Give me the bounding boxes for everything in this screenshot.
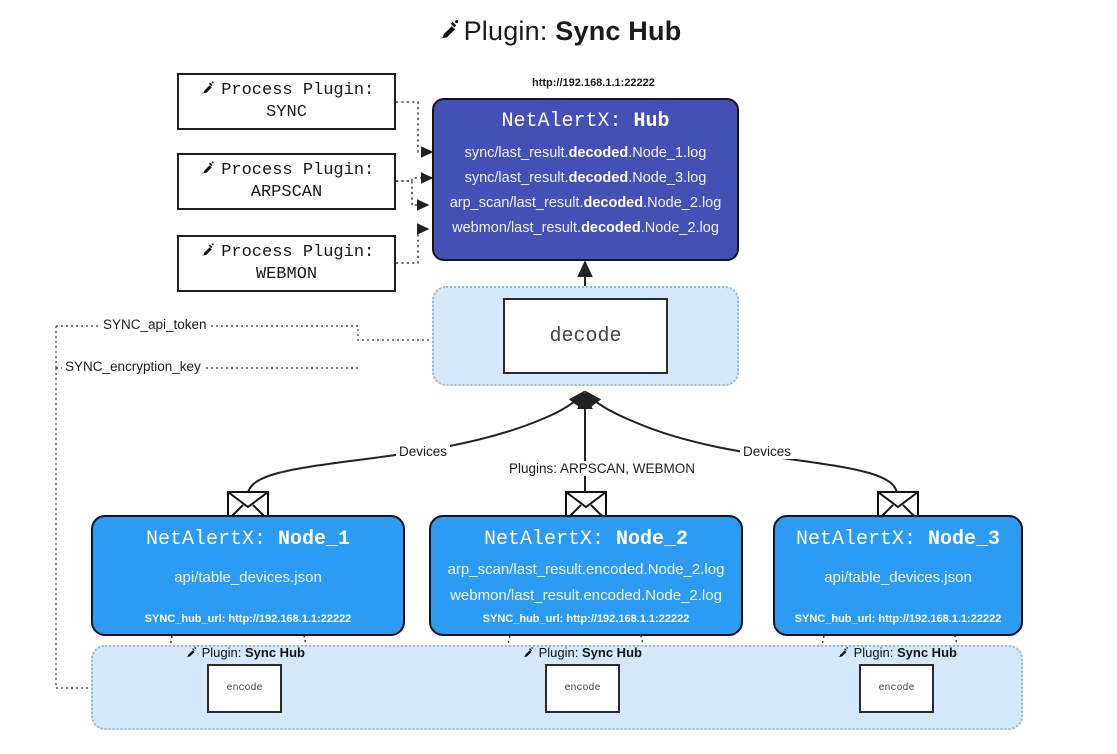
log-post: .Node_2.log	[640, 219, 719, 236]
page-title-name: Sync Hub	[555, 16, 682, 46]
node-hub-url: SYNC_hub_url: http://192.168.1.1:22222	[482, 613, 690, 625]
process-plugin-line1: Process Plugin:	[199, 242, 374, 263]
plug-icon	[199, 243, 219, 260]
log-mid: decoded	[568, 145, 629, 161]
plug-icon	[199, 81, 219, 98]
label-name: Sync Hub	[245, 645, 305, 660]
plug-icon	[436, 18, 460, 49]
hub-log-row: sync/last_result.decoded.Node_3.log	[434, 166, 737, 191]
process-plugin-line2: WEBMON	[255, 264, 318, 284]
decode-label: decode	[549, 324, 622, 348]
process-plugin-box-arpscan[interactable]: Process Plugin: ARPSCAN	[177, 153, 396, 210]
process-plugin-box-sync[interactable]: Process Plugin: SYNC	[177, 73, 396, 130]
label-prefix: Plugin:	[538, 645, 579, 660]
hub-log-row: arp_scan/last_result.decoded.Node_2.log	[434, 191, 737, 216]
process-plugin-line1: Process Plugin:	[199, 160, 374, 181]
node-line: api/table_devices.json	[824, 569, 972, 586]
log-post: .Node_3.log	[628, 169, 707, 186]
log-pre: sync/last_result.	[464, 145, 569, 161]
log-post: .Node_2.log	[643, 194, 722, 211]
label: Process Plugin:	[221, 81, 375, 101]
log-pre: arp_scan/last_result.	[449, 194, 584, 211]
log-post: .Node_1.log	[628, 145, 707, 161]
node-card-node-2[interactable]: NetAlertX: Node_2 arp_scan/last_result.e…	[429, 515, 743, 636]
node-title-name: Node_1	[278, 528, 351, 551]
edge-label-devices-left: Devices	[396, 444, 451, 459]
node-line: api/table_devices.json	[174, 569, 322, 586]
label-name: Sync Hub	[897, 645, 957, 660]
process-plugin-line2: SYNC	[266, 102, 307, 122]
log-pre: webmon/last_result.	[452, 219, 582, 236]
node-line-list: api/table_devices.json	[93, 565, 403, 591]
node-line: arp_scan/last_result.encoded.Node_2.log	[447, 561, 725, 578]
label-prefix: Plugin:	[853, 645, 894, 660]
page-title-prefix: Plugin:	[463, 16, 548, 46]
node-title-name: Node_2	[616, 528, 689, 551]
decode-box[interactable]: decode	[503, 298, 668, 374]
plug-icon	[836, 645, 853, 660]
node-title-prefix: NetAlertX:	[483, 528, 604, 551]
node-line-list: arp_scan/last_result.encoded.Node_2.log …	[431, 557, 741, 609]
node-title-prefix: NetAlertX:	[145, 528, 266, 551]
node-card-node-3[interactable]: NetAlertX: Node_3 api/table_devices.json…	[773, 515, 1023, 636]
label: Process Plugin:	[221, 161, 375, 181]
node-title: NetAlertX: Node_3	[775, 528, 1021, 551]
label-prefix: Plugin:	[201, 645, 242, 660]
secret-label-encryption-key: SYNC_encryption_key	[62, 359, 204, 374]
hub-card[interactable]: NetAlertX: Hub sync/last_result.decoded.…	[432, 98, 739, 261]
edge-label-devices-right: Devices	[740, 444, 795, 459]
label: Process Plugin:	[221, 243, 375, 263]
log-mid: decoded	[583, 194, 644, 211]
log-mid: decoded	[568, 169, 629, 186]
node-line-list: api/table_devices.json	[775, 565, 1021, 591]
encoder-plugin-label-2: Plugin: Sync Hub	[521, 645, 642, 660]
plug-icon	[521, 645, 538, 660]
hub-log-list: sync/last_result.decoded.Node_1.log sync…	[434, 141, 737, 241]
plug-icon	[199, 161, 219, 178]
encoder-plugin-label-3: Plugin: Sync Hub	[836, 645, 957, 660]
hub-log-row: sync/last_result.decoded.Node_1.log	[434, 141, 737, 166]
edge-label-plugins-center: Plugins: ARPSCAN, WEBMON	[506, 461, 699, 476]
node-title: NetAlertX: Node_2	[431, 528, 741, 551]
encode-box-3[interactable]: encode	[859, 664, 934, 713]
node-title-prefix: NetAlertX:	[795, 528, 916, 551]
node-line: webmon/last_result.encoded.Node_2.log	[450, 586, 722, 604]
hub-title: NetAlertX: Hub	[434, 110, 737, 133]
encode-box-1[interactable]: encode	[207, 664, 282, 713]
label-name: Sync Hub	[582, 645, 642, 660]
hub-log-row: webmon/last_result.decoded.Node_2.log	[434, 216, 737, 241]
encode-label: encode	[226, 683, 263, 694]
encoder-plugin-label-1: Plugin: Sync Hub	[184, 645, 305, 660]
encode-label: encode	[878, 683, 915, 694]
encode-label: encode	[564, 683, 601, 694]
page-title: Plugin: Sync Hub	[0, 16, 1117, 47]
process-plugin-line1: Process Plugin:	[199, 80, 374, 101]
node-hub-url: SYNC_hub_url: http://192.168.1.1:22222	[144, 613, 352, 625]
node-card-node-1[interactable]: NetAlertX: Node_1 api/table_devices.json…	[91, 515, 405, 636]
hub-title-name: Hub	[633, 110, 670, 133]
log-pre: sync/last_result.	[464, 169, 569, 186]
hub-title-prefix: NetAlertX:	[501, 110, 622, 133]
process-plugin-box-webmon[interactable]: Process Plugin: WEBMON	[177, 235, 396, 292]
node-title-name: Node_3	[928, 528, 1001, 551]
plug-icon	[184, 645, 201, 660]
node-hub-url: SYNC_hub_url: http://192.168.1.1:22222	[794, 613, 1002, 625]
secret-label-api-token: SYNC_api_token	[100, 317, 210, 332]
log-mid: decoded	[581, 219, 641, 236]
node-title: NetAlertX: Node_1	[93, 528, 403, 551]
hub-url-label: http://192.168.1.1:22222	[532, 77, 655, 89]
encode-box-2[interactable]: encode	[545, 664, 620, 713]
process-plugin-line2: ARPSCAN	[250, 182, 323, 202]
